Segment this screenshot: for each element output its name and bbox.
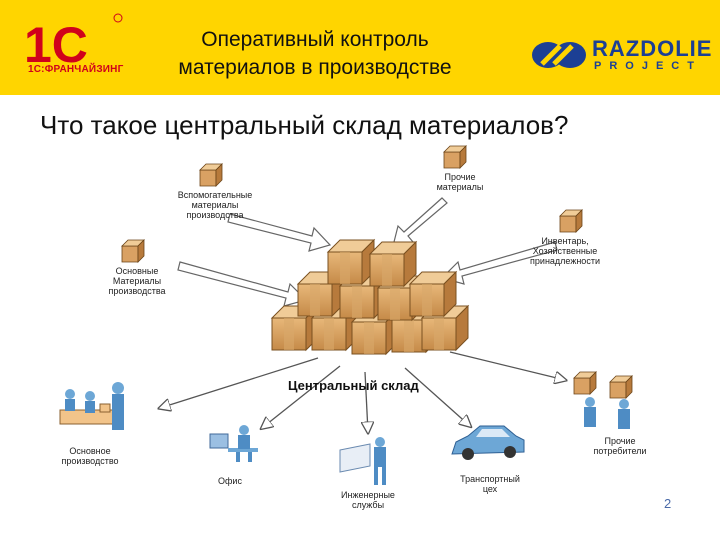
label-main-production: Основное производство <box>61 446 119 466</box>
arrow-out-others <box>449 351 565 380</box>
razdolie-logo: RAZDOLIE PROJECT <box>530 36 711 76</box>
page-title: Оперативный контроль материалов в произв… <box>178 28 452 79</box>
label-transport: Транспортный цех <box>460 474 520 494</box>
razdolie-name: RAZDOLIE <box>592 36 713 61</box>
arrow-out-production <box>160 357 319 408</box>
page-number: 2 <box>664 496 672 511</box>
office-worker-icon <box>209 425 258 462</box>
1c-logo: 1C <box>24 13 123 73</box>
label-engineering: Инженерные службы <box>341 490 395 510</box>
workers-icon <box>59 382 124 430</box>
central-warehouse-boxes <box>271 239 469 355</box>
label-office: Офис <box>218 476 242 486</box>
label-other-materials: Прочие материалы <box>436 172 484 192</box>
arrow-in-other <box>392 197 448 247</box>
arrow-out-office <box>262 365 341 428</box>
razdolie-subtitle: PROJECT <box>594 60 702 72</box>
arrow-out-transport <box>404 367 470 426</box>
box-other-icon <box>443 145 467 169</box>
car-icon <box>451 425 525 460</box>
central-warehouse-label: Центральный склад <box>288 378 419 393</box>
arrow-in-auxiliary <box>227 213 332 252</box>
label-main-materials: Основные Материалы производства <box>108 266 166 296</box>
header-bar: 1C 1С:ФРАНЧАЙЗИНГ Оперативный контроль м… <box>0 0 720 95</box>
svg-text:1C: 1C <box>24 17 88 73</box>
slide-question: Что такое центральный склад материалов? <box>40 110 569 140</box>
label-inventory: Инвентарь, Хозяйственные принадлежности <box>530 236 600 266</box>
arrow-out-engineering <box>365 371 368 432</box>
engineer-icon <box>339 437 386 485</box>
label-auxiliary-materials: Вспомогательные материалы производства <box>177 190 253 220</box>
label-other-consumers: Прочие потребители <box>593 436 647 456</box>
box-main-icon <box>121 239 145 263</box>
1c-logo-caption: 1С:ФРАНЧАЙЗИНГ <box>28 64 124 75</box>
arrow-in-main <box>177 261 308 307</box>
box-inventory-icon <box>559 209 583 233</box>
loaders-icon <box>573 371 633 429</box>
box-auxiliary-icon <box>199 163 223 187</box>
razdolie-mark-icon <box>532 42 586 68</box>
